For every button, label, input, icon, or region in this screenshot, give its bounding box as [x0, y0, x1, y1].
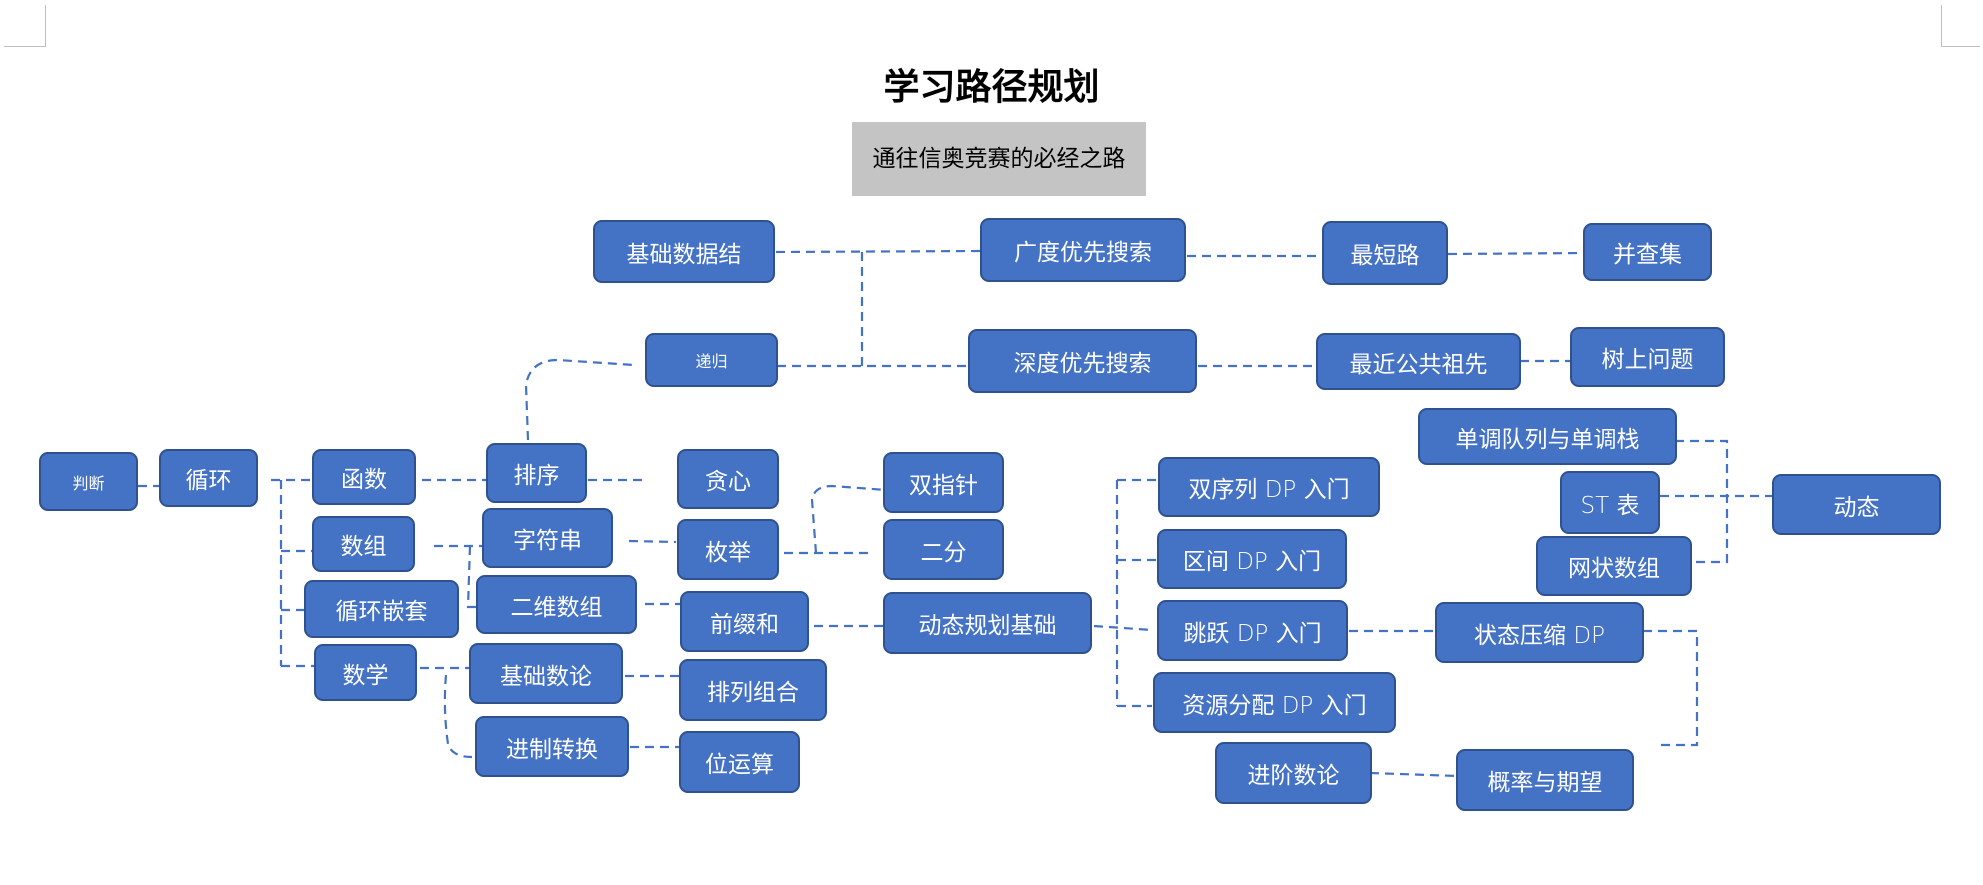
node-interval-dp[interactable]: 区间 DP 入门	[1157, 529, 1347, 589]
node-label: 字符串	[513, 528, 582, 554]
node-judge[interactable]: 判断	[39, 452, 138, 511]
node-label: 动态	[1833, 494, 1880, 521]
node-label: 判断	[72, 473, 105, 493]
node-label: 概率与期望	[1487, 770, 1603, 796]
node-label: 双指针	[909, 472, 978, 499]
node-label: 最短路	[1350, 243, 1420, 269]
node-label: 数学	[342, 662, 389, 689]
node-label: 函数	[341, 467, 387, 493]
node-probability-expectation[interactable]: 概率与期望	[1456, 749, 1634, 811]
node-recursion[interactable]: 递归	[645, 333, 778, 387]
node-string[interactable]: 字符串	[482, 508, 613, 568]
link-sort-recursion	[524, 358, 635, 441]
node-bit-operation[interactable]: 位运算	[679, 731, 800, 793]
node-math[interactable]: 数学	[314, 644, 417, 701]
node-dp-basics[interactable]: 动态规划基础	[883, 592, 1092, 654]
node-label: 基础数论	[500, 663, 592, 690]
node-label: 循环	[185, 468, 232, 494]
node-base-conversion[interactable]: 进制转换	[475, 716, 629, 777]
node-label: 二维数组	[510, 594, 603, 621]
node-label: 单调队列与单调栈	[1455, 426, 1640, 453]
node-label: 最近公共祖先	[1349, 351, 1488, 378]
node-enumeration[interactable]: 枚举	[677, 519, 779, 580]
node-label: 排序	[513, 463, 560, 489]
node-bitmask-dp[interactable]: 状态压缩 DP	[1435, 602, 1644, 663]
node-label: 进阶数论	[1247, 763, 1340, 789]
node-label: 并查集	[1613, 242, 1682, 268]
diagram-title: 学习路径规划	[883, 66, 1100, 108]
node-label: 深度优先搜索	[1013, 351, 1152, 377]
node-advanced-number-theory[interactable]: 进阶数论	[1215, 742, 1372, 804]
node-label: 枚举	[705, 539, 751, 566]
node-label: 数组	[340, 534, 387, 560]
node-lca[interactable]: 最近公共祖先	[1316, 333, 1521, 390]
node-dfs[interactable]: 深度优先搜索	[968, 329, 1197, 393]
node-tree-problems[interactable]: 树上问题	[1570, 327, 1725, 387]
node-basic-number-theory[interactable]: 基础数论	[469, 643, 623, 704]
diagram-subtitle: 通往信奥竞赛的必经之路	[852, 122, 1146, 196]
node-resource-dp[interactable]: 资源分配 DP 入门	[1153, 672, 1396, 733]
node-two-pointers[interactable]: 双指针	[883, 452, 1004, 513]
node-label: 树上问题	[1601, 347, 1694, 373]
link-dp-basics-jump-dp	[1093, 624, 1153, 632]
node-nested-loop[interactable]: 循环嵌套	[304, 580, 459, 638]
node-monotonic-queue-stack[interactable]: 单调队列与单调栈	[1418, 408, 1677, 465]
node-permutation-combination[interactable]: 排列组合	[679, 659, 827, 721]
node-st-table[interactable]: ST 表	[1560, 471, 1660, 534]
link-shortest-path-union-find	[1447, 251, 1587, 256]
node-union-find[interactable]: 并查集	[1583, 223, 1712, 281]
node-dynamic[interactable]: 动态	[1772, 474, 1941, 535]
page-corner-mark-top-right	[1941, 5, 1980, 47]
node-greedy[interactable]: 贪心	[677, 449, 779, 509]
node-label: 跳跃 DP 入门	[1183, 620, 1322, 647]
node-jump-dp[interactable]: 跳跃 DP 入门	[1157, 600, 1348, 661]
node-label: 排列组合	[707, 680, 799, 706]
node-loop[interactable]: 循环	[159, 449, 258, 507]
link-string-enumeration	[628, 539, 677, 544]
node-shortest-path[interactable]: 最短路	[1322, 221, 1448, 285]
link-enumeration-two-pointers	[810, 484, 887, 554]
node-label: 动态规划基础	[918, 613, 1057, 639]
node-label: 网状数组	[1568, 556, 1660, 582]
node-2d-array[interactable]: 二维数组	[476, 575, 637, 634]
node-function[interactable]: 函数	[312, 449, 416, 505]
node-prefix-sum[interactable]: 前缀和	[680, 591, 809, 652]
link-number-theory-probability	[1369, 771, 1459, 778]
node-label: 区间 DP 入门	[1182, 549, 1322, 575]
page-corner-mark-top-left	[4, 5, 46, 47]
node-label: 二分	[920, 539, 967, 566]
node-dual-sequence-dp[interactable]: 双序列 DP 入门	[1158, 457, 1380, 517]
node-label: 循环嵌套	[335, 599, 428, 625]
node-sort[interactable]: 排序	[486, 443, 587, 503]
node-label: 递归	[695, 352, 728, 371]
node-label: 状态压缩 DP	[1474, 622, 1605, 649]
node-label: 双序列 DP 入门	[1188, 477, 1350, 503]
node-label: 广度优先搜索	[1014, 240, 1152, 266]
node-fenwick-tree[interactable]: 网状数组	[1536, 536, 1692, 596]
node-binary-search[interactable]: 二分	[883, 519, 1004, 580]
node-label: 资源分配 DP 入门	[1182, 692, 1367, 719]
node-label: 前缀和	[710, 611, 779, 638]
node-basic-data-structure[interactable]: 基础数据结	[593, 220, 775, 283]
node-label: 基础数据结	[626, 241, 742, 268]
link-math-base-conversion	[443, 674, 473, 759]
node-label: 进制转换	[506, 736, 598, 763]
node-bfs[interactable]: 广度优先搜索	[980, 218, 1186, 282]
node-label: 贪心	[705, 469, 751, 495]
node-label: 位运算	[705, 752, 774, 778]
node-label: ST 表	[1580, 492, 1640, 519]
link-monotonic-dynamic	[1675, 439, 1729, 564]
link-bitmask-dp-down	[1643, 629, 1699, 747]
link-data-structure-bfs	[775, 249, 983, 254]
link-array-2d-array	[466, 545, 477, 609]
node-array[interactable]: 数组	[312, 516, 415, 572]
